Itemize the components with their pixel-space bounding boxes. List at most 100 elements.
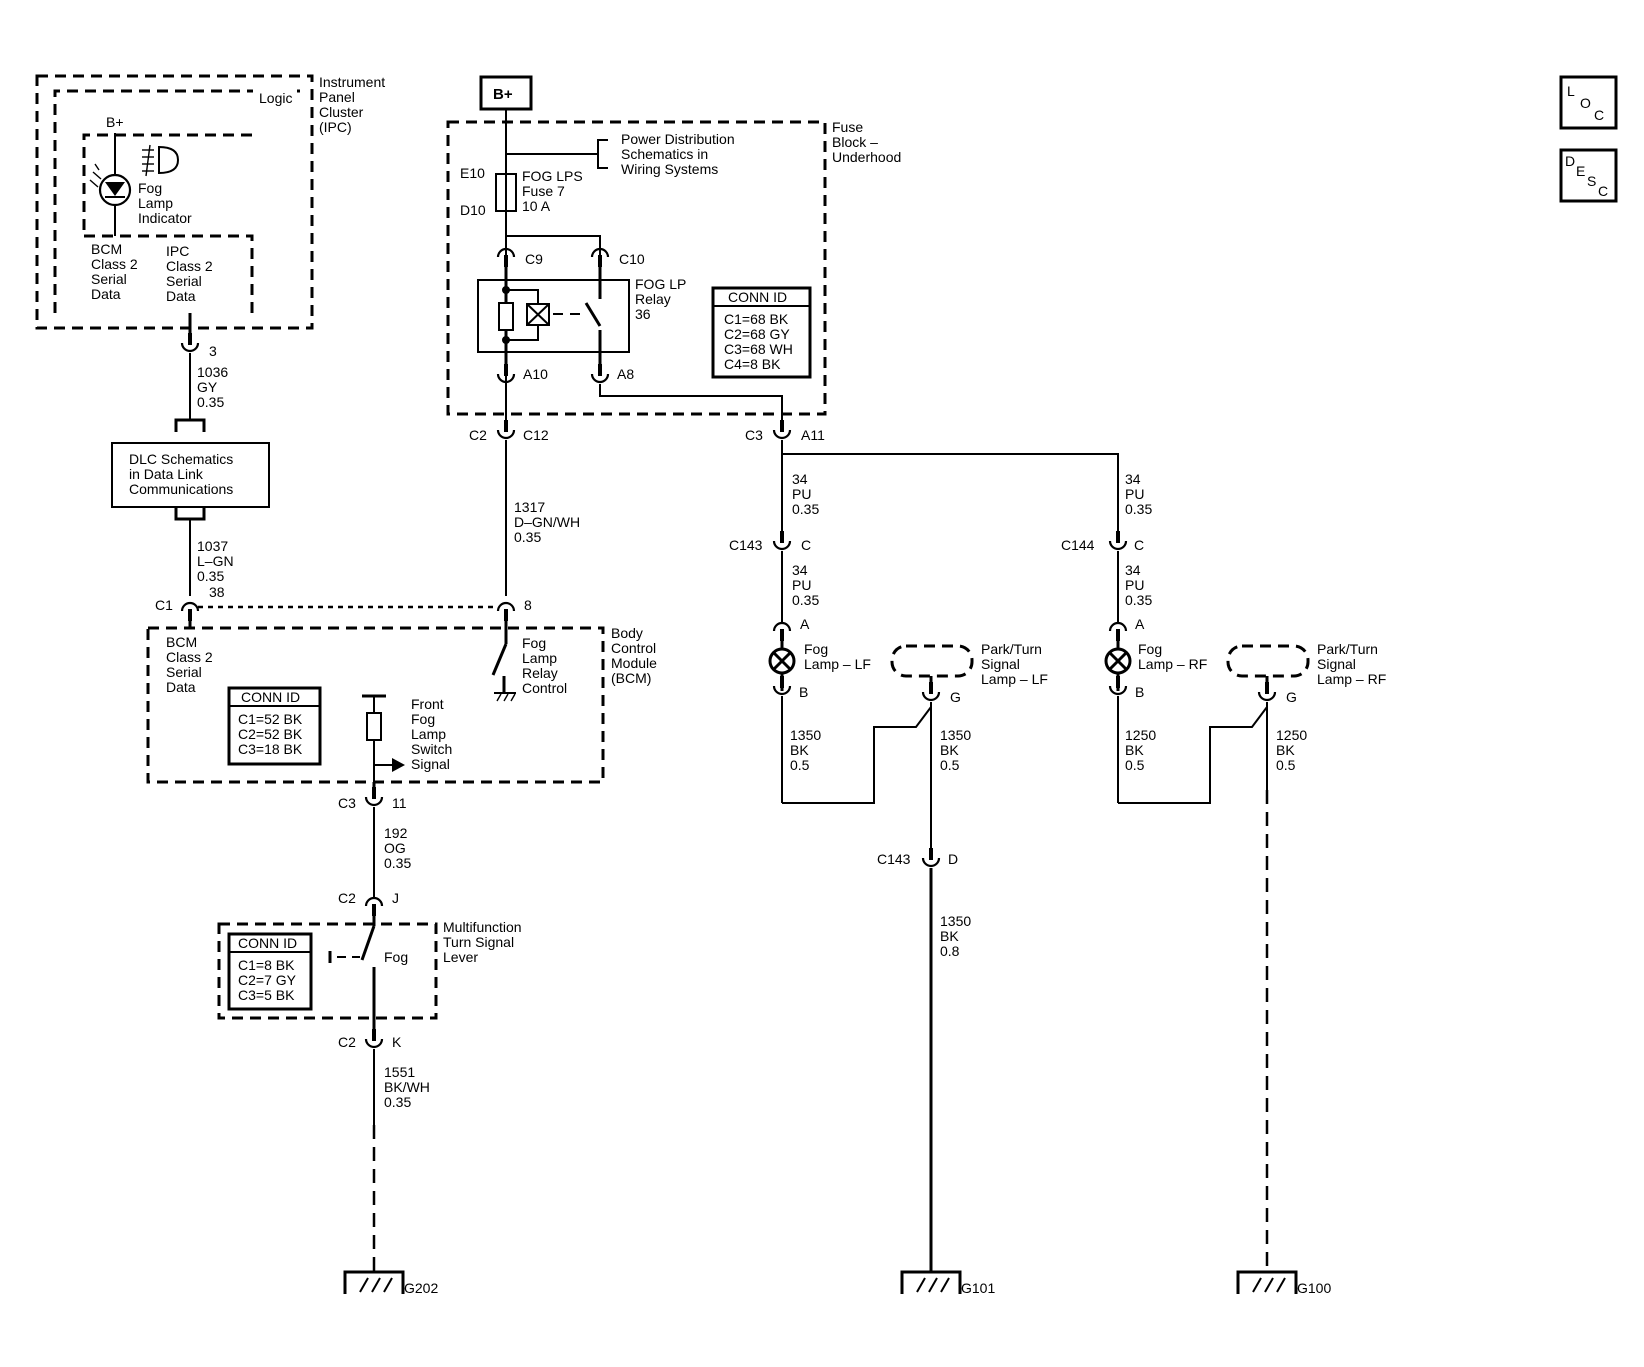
power-dist-1: Power Distribution: [621, 131, 735, 147]
w1250-b-3: 0.5: [1276, 757, 1296, 773]
fuse-block-conn-id[interactable]: CONN ID C1=68 BK C2=68 GY C3=68 WH C4=8 …: [711, 286, 812, 379]
park-turn-lamp-lf: Park/Turn Signal Lamp – LF: [890, 641, 1048, 687]
loc-o: O: [1580, 95, 1591, 111]
a11-label: A11: [801, 427, 825, 443]
fb-conn-title: CONN ID: [728, 289, 787, 305]
w1350-c-2: BK: [940, 928, 959, 944]
bcm-name-2: Control: [611, 640, 656, 656]
w1037-3: 0.35: [197, 568, 224, 584]
mf-conn-id[interactable]: CONN ID C1=8 BK C2=7 GY C3=5 BK: [227, 932, 313, 1011]
w192-2: OG: [384, 840, 406, 856]
fb-conn-1: C1=68 BK: [724, 311, 789, 327]
g-rf-label: G: [1286, 689, 1297, 705]
fog-lf-2: Lamp – LF: [804, 656, 871, 672]
g100-label: G100: [1297, 1280, 1331, 1296]
switch-signal-1: Front: [411, 696, 444, 712]
w34-rf-bot-2: PU: [1125, 577, 1144, 593]
ipc-name-3: Cluster: [319, 104, 364, 120]
mf-lever-2: Turn Signal: [443, 934, 514, 950]
w34-lf-bot-2: PU: [792, 577, 811, 593]
ipc-b-plus: B+: [106, 114, 124, 130]
bcm-class2-2: Class 2: [166, 649, 213, 665]
relay-label-1: FOG LP: [635, 276, 686, 292]
fuse-label-2: Fuse 7: [522, 183, 565, 199]
power-dist-2: Schematics in: [621, 146, 708, 162]
bcm-name-3: Module: [611, 655, 657, 671]
w1350-a-3: 0.5: [790, 757, 810, 773]
fog-indicator-2: Lamp: [138, 195, 173, 211]
power-dist-3: Wiring Systems: [621, 161, 718, 177]
c143-d-connector: [921, 846, 941, 868]
bcm-conn-3: C3=18 BK: [238, 741, 303, 757]
fb-conn-3: C3=68 WH: [724, 341, 793, 357]
g202-label: G202: [404, 1280, 438, 1296]
switch-signal-input: [362, 694, 405, 781]
fog-contact: Fog: [384, 949, 408, 965]
w1350-a-2: BK: [790, 742, 809, 758]
park-rf-2: Signal: [1317, 656, 1356, 672]
d-label: D: [948, 851, 958, 867]
b-lf-connector: [772, 674, 792, 696]
loc-button[interactable]: L O C: [1559, 75, 1618, 130]
ground-g101-icon: [900, 1270, 962, 1296]
park-turn-lamp-rf: Park/Turn Signal Lamp – RF: [1226, 641, 1386, 687]
c2-j-label: C2: [338, 890, 356, 906]
c-rf-label: C: [1134, 537, 1144, 553]
desc-button[interactable]: D E S C: [1559, 148, 1618, 203]
c143-c-connector: [772, 529, 792, 551]
bcm-conn-id[interactable]: CONN ID C1=52 BK C2=52 BK C3=18 BK: [227, 686, 322, 766]
w34-lf-bot-3: 0.35: [792, 592, 819, 608]
w34-rf-top-2: PU: [1125, 486, 1144, 502]
ipc-name-1: Instrument: [319, 74, 385, 90]
w1317-3: 0.35: [514, 529, 541, 545]
w1250-a-2: BK: [1125, 742, 1144, 758]
mf-conn-title: CONN ID: [238, 935, 297, 951]
fog-rf-2: Lamp – RF: [1138, 656, 1207, 672]
ground-g100-icon: [1236, 1270, 1298, 1296]
fog-indicator-3: Indicator: [138, 210, 192, 226]
k-label: K: [392, 1034, 402, 1050]
c2-c12-connector: [496, 418, 516, 440]
loc-l: L: [1567, 83, 1575, 99]
w1551-3: 0.35: [384, 1094, 411, 1110]
park-rf-3: Lamp – RF: [1317, 671, 1386, 687]
desc-d: D: [1565, 153, 1575, 169]
park-lf-3: Lamp – LF: [981, 671, 1048, 687]
dlc-1: DLC Schematics: [129, 451, 233, 467]
c2-fb-label: C2: [469, 427, 487, 443]
desc-e: E: [1576, 163, 1585, 179]
serial-data-boundary: [84, 234, 254, 313]
b-rf-label: B: [1135, 684, 1144, 700]
w34-lf-bot-1: 34: [792, 562, 808, 578]
fuse-label-1: FOG LPS: [522, 168, 583, 184]
w192-1: 192: [384, 825, 408, 841]
relay-control-3: Relay: [522, 665, 558, 681]
fuse-block-underhood: Fuse Block – Underhood Power Distributio…: [446, 119, 901, 416]
fog-lp-relay: [477, 267, 630, 370]
ipc-boundary: [35, 74, 314, 330]
w1037-1: 1037: [197, 538, 228, 554]
relay-label-3: 36: [635, 306, 651, 322]
c2-k-connector: [364, 1027, 384, 1049]
dlc-3: Communications: [129, 481, 233, 497]
desc-c: C: [1598, 183, 1608, 199]
c3-fb-label: C3: [745, 427, 763, 443]
mf-lever-boundary: [217, 922, 438, 1020]
bcm-class2-1: BCM: [166, 634, 197, 650]
dlc-box[interactable]: DLC Schematics in Data Link Communicatio…: [111, 442, 270, 508]
c143-lf-label: C143: [729, 537, 763, 553]
dlc-2: in Data Link: [129, 466, 204, 482]
relay-control-switch: [491, 628, 516, 702]
desc-s: S: [1587, 173, 1596, 189]
ipc-module: Instrument Panel Cluster (IPC) Logic B+ …: [35, 74, 385, 330]
a-rf-label: A: [1135, 616, 1145, 632]
w1036-3: 0.35: [197, 394, 224, 410]
w1350-b-3: 0.5: [940, 757, 960, 773]
w34-rf-bot-1: 34: [1125, 562, 1141, 578]
mf-conn-3: C3=5 BK: [238, 987, 295, 1003]
b-plus-main-label: B+: [493, 86, 513, 103]
w1250-a-3: 0.5: [1125, 757, 1145, 773]
indicator-boundary: [82, 133, 252, 236]
c9-label: C9: [525, 251, 543, 267]
mf-conn-1: C1=8 BK: [238, 957, 295, 973]
